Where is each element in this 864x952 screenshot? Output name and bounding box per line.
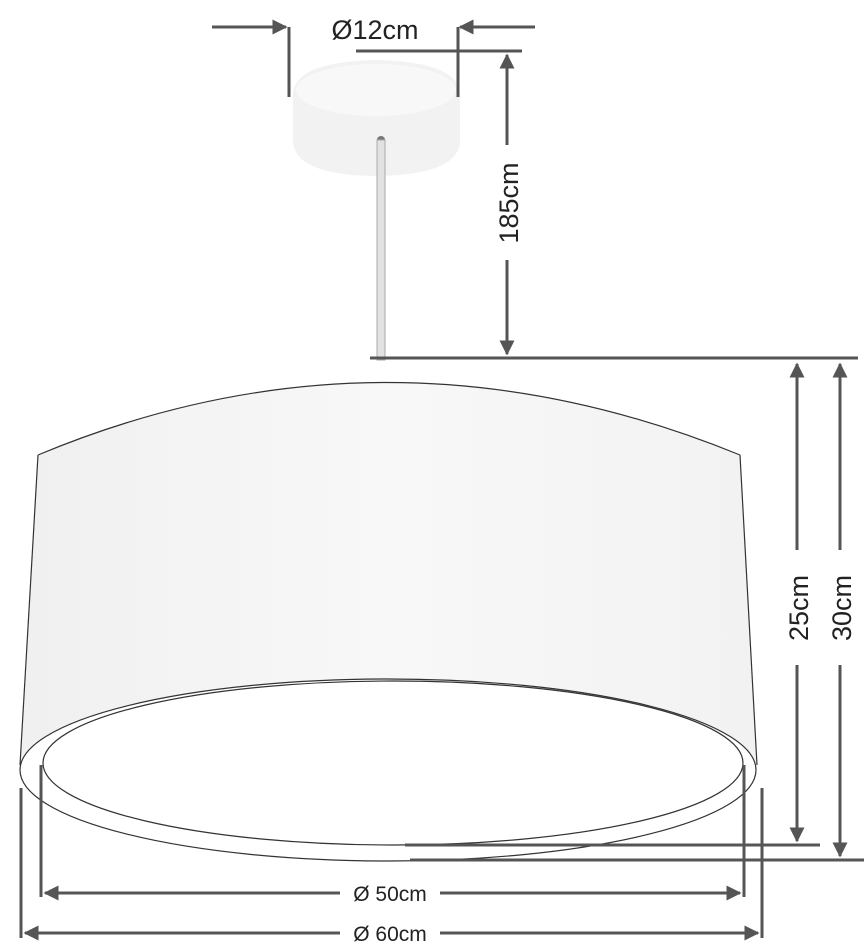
outer-diameter-dimension: Ø 60cm bbox=[19, 788, 764, 946]
inner-height-label: 25cm bbox=[784, 575, 814, 641]
inner-diameter-label: Ø 50cm bbox=[353, 883, 427, 906]
total-height-dimension: 30cm bbox=[410, 362, 864, 862]
cable-length-dimension: 185cm bbox=[370, 53, 858, 360]
outer-diameter-label: Ø 60cm bbox=[353, 923, 427, 946]
total-height-label: 30cm bbox=[827, 575, 857, 641]
lamp-shade bbox=[19, 381, 758, 862]
inner-diameter-dimension: Ø 50cm bbox=[39, 765, 746, 906]
ceiling-canopy bbox=[293, 60, 460, 176]
canopy-diameter-label: Ø12cm bbox=[331, 15, 418, 45]
canopy-diameter-dimension: Ø12cm bbox=[212, 15, 535, 97]
suspension-rod bbox=[376, 139, 386, 361]
cable-length-label: 185cm bbox=[494, 162, 524, 243]
inner-height-dimension: 25cm bbox=[405, 362, 820, 847]
